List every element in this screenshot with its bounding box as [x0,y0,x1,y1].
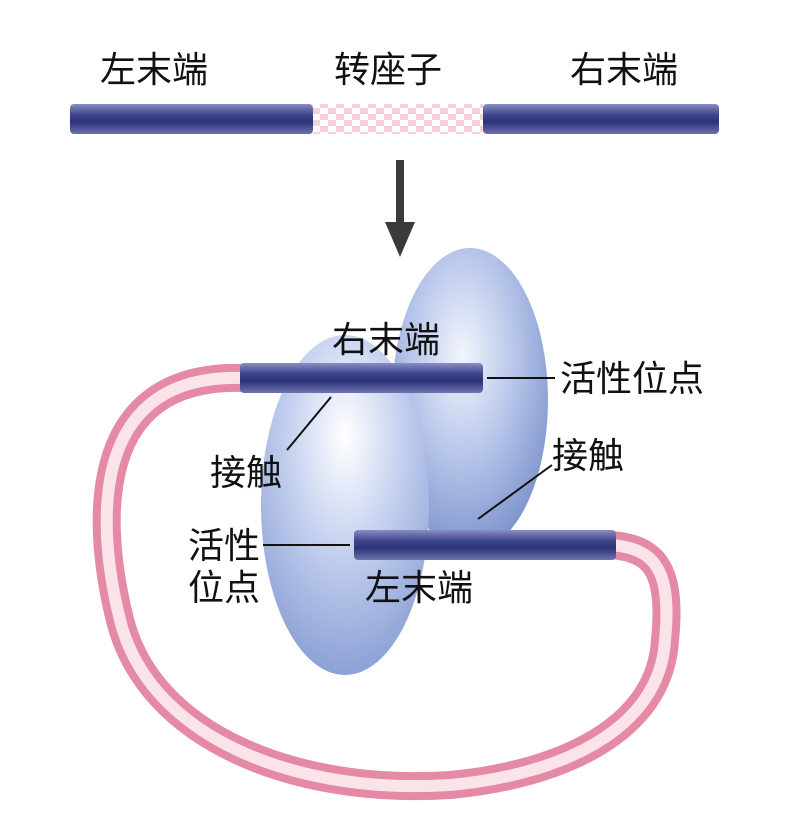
top-left-end-rod [70,104,313,134]
active-site-right-label: 活性位点 [560,359,704,400]
leader-contact-right [477,464,553,520]
down-arrow-icon [385,160,415,257]
top-right-end-rod [483,104,719,134]
transposase-subunit-front [261,335,429,675]
bottom-left-end-rod [354,530,616,560]
leader-contact-left [286,396,332,451]
transposon-loop [92,363,681,801]
bottom-right-end-rod [240,363,483,393]
active-site-left-label-line1: 活性 [188,526,260,567]
transposase-subunit-back [392,248,548,552]
top-linear-dna [70,104,719,134]
top-right-end-label: 右末端 [570,50,678,91]
bottom-right-end-label: 右末端 [332,320,440,361]
contact-left-label: 接触 [210,453,282,494]
top-left-end-label: 左末端 [100,50,208,91]
contact-right-label: 接触 [552,436,624,477]
top-transposon-label: 转座子 [334,50,442,91]
active-site-left-label-line2: 位点 [188,568,260,609]
top-transposon-segment [313,104,483,134]
bottom-left-end-label: 左末端 [365,568,473,609]
